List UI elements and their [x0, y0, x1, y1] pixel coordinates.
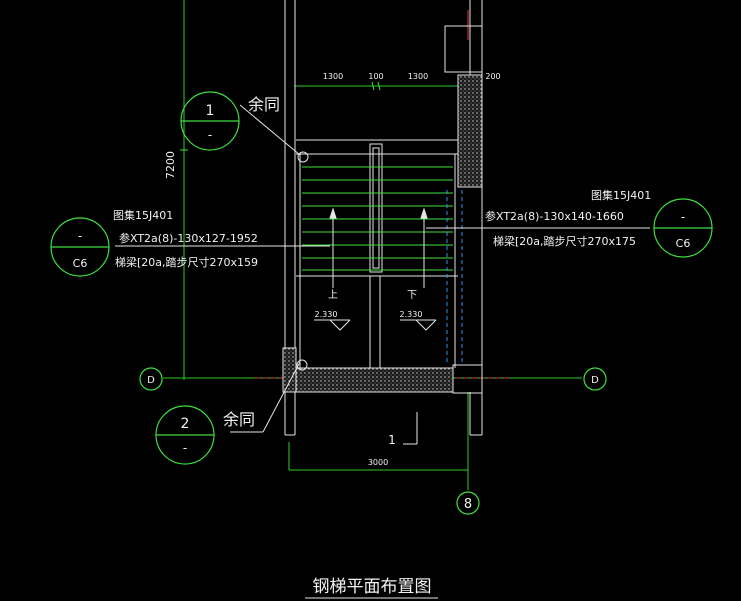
dimension-ticks: [180, 81, 381, 151]
detail-1-note: 余同: [248, 95, 280, 114]
section-mark-label: 1: [388, 433, 396, 447]
arrow-up-label: 上: [328, 289, 338, 301]
callout-left-bottom: C6: [73, 257, 88, 270]
detail-1-sub: -: [208, 128, 212, 142]
callout-right-line1: 图集15J401: [591, 188, 651, 202]
callout-circle-left: [50, 217, 110, 277]
axis-d-right-label: D: [591, 375, 599, 386]
callout-left-line2: 参XT2a(8)-130x127-1952: [119, 231, 258, 245]
callout-right-bottom: C6: [676, 237, 691, 250]
axis-lines: [163, 0, 582, 490]
stair-outline: [296, 139, 458, 368]
leader-lines: [115, 104, 650, 433]
detail-2-number: 2: [181, 416, 190, 432]
detail-2-sub: -: [183, 441, 187, 455]
dim-total-width: 3000: [368, 458, 388, 467]
callout-left-top: -: [78, 229, 82, 243]
callout-right-top: -: [681, 210, 685, 224]
dim-flight-right: 1300: [408, 72, 428, 81]
detail-1-number: 1: [206, 103, 215, 119]
dim-flight-left: 1300: [323, 72, 343, 81]
dim-height: 7200: [164, 151, 177, 179]
axis-bubbles: [139, 367, 607, 515]
section-mark: [403, 412, 418, 445]
axis-d-left-label: D: [147, 375, 155, 386]
hatched-walls: [282, 74, 483, 393]
callout-right-line3: 梯梁[20a,踏步尺寸270x175: [493, 234, 636, 248]
direction-arrows: [329, 207, 428, 288]
dim-gap: 100: [368, 72, 383, 81]
detail-2-note: 余同: [223, 410, 255, 429]
leader-markers: [296, 151, 309, 371]
callout-right-line2: 参XT2a(8)-130x140-1660: [485, 209, 624, 223]
drawing-title: 钢梯平面布置图: [313, 577, 432, 597]
level-left: 2.330: [315, 310, 338, 319]
dim-right-wall: 200: [485, 72, 500, 81]
callout-circle-right: [653, 198, 713, 258]
detail-circle-1: [180, 91, 240, 151]
arrow-down-label: 下: [407, 290, 417, 301]
detail-circle-2: [155, 405, 215, 465]
callout-left-line3: 梯梁[20a,踏步尺寸270x159: [115, 255, 258, 269]
stair-treads: [302, 166, 463, 362]
level-marks: [314, 319, 437, 331]
level-right: 2.330: [400, 310, 423, 319]
axis-8-label: 8: [464, 497, 472, 512]
callout-left-line1: 图集15J401: [113, 208, 173, 222]
